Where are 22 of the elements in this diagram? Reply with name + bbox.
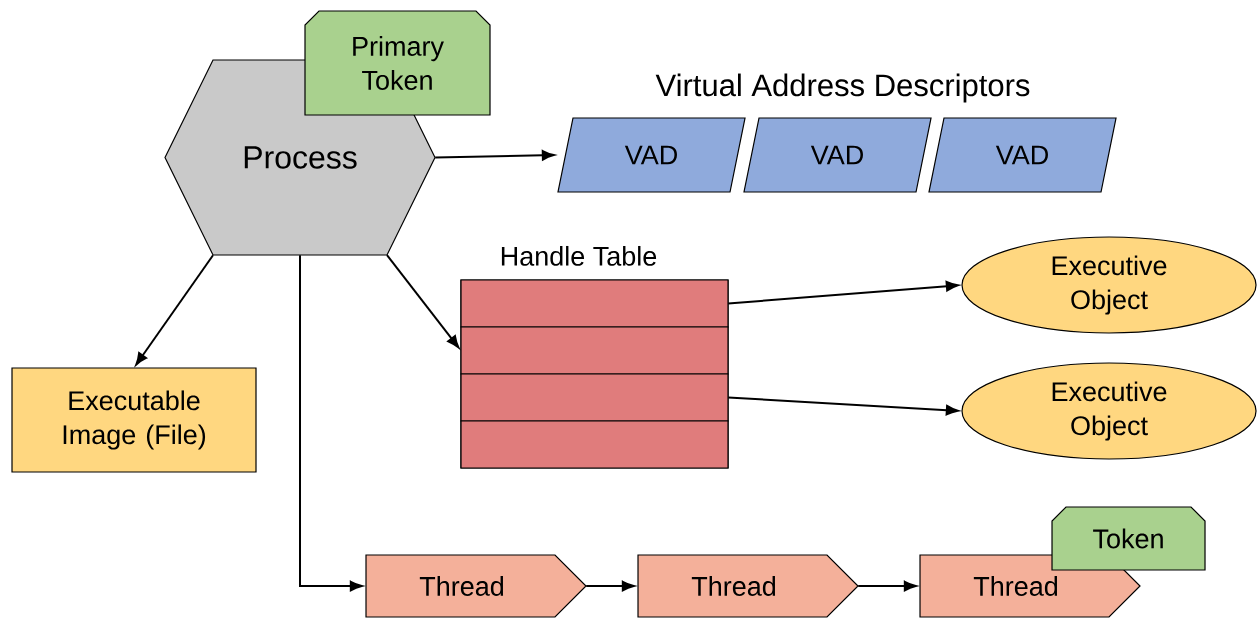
token-tag: Token <box>1051 506 1206 571</box>
thread-pentagon: Thread <box>365 554 587 618</box>
arrow <box>727 280 959 305</box>
token-tag: Primary Token <box>304 10 491 116</box>
arrow <box>386 254 460 349</box>
image-box: Executable Image (File) <box>11 367 257 473</box>
arrow <box>299 254 363 592</box>
arrow <box>857 580 917 592</box>
vad-parallelogram: VAD <box>557 117 746 193</box>
table-row <box>460 326 729 375</box>
table-row <box>460 420 729 469</box>
table-row <box>460 279 729 328</box>
arrow <box>727 396 959 416</box>
thread-pentagon: Thread <box>637 554 859 618</box>
arrow <box>585 580 635 592</box>
vad-parallelogram: VAD <box>928 117 1117 193</box>
vad-parallelogram: VAD <box>743 117 932 193</box>
arrow <box>135 254 214 366</box>
node-label: Handle Table <box>501 245 657 266</box>
table-row <box>460 373 729 422</box>
group-heading: Virtual Address Descriptors <box>655 73 1030 103</box>
arrow <box>434 150 555 161</box>
